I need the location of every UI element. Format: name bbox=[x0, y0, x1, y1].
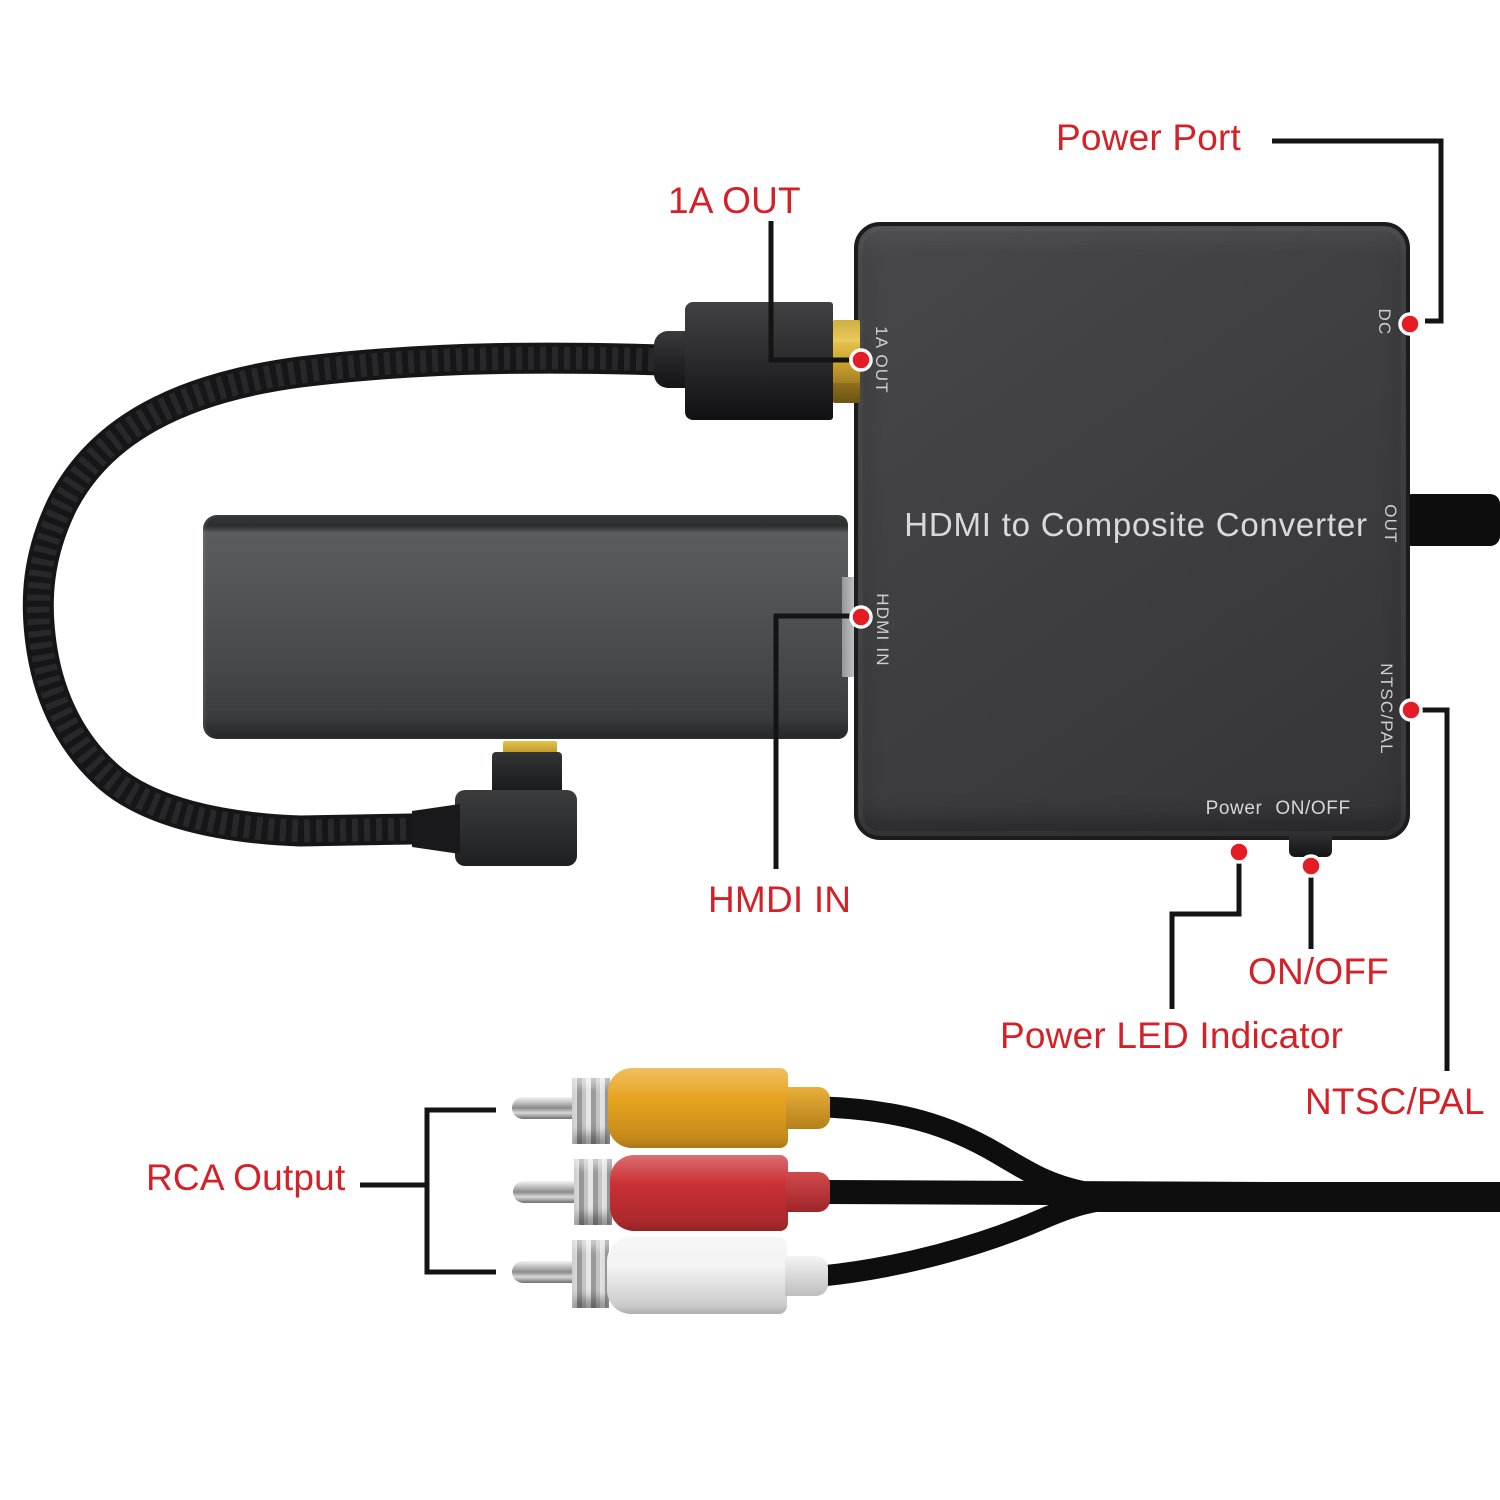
leader-rca-bracket bbox=[424, 1107, 496, 1275]
device-title: HDMI to Composite Converter bbox=[904, 506, 1368, 543]
rca-white-barrel bbox=[572, 1240, 609, 1308]
marker-dot-power-led bbox=[1227, 840, 1251, 864]
usb-cable-ferrule bbox=[654, 331, 690, 388]
on-off-button bbox=[1289, 836, 1332, 857]
callout-ntsc-pal: NTSC/PAL bbox=[1305, 1081, 1485, 1122]
braided-cable-texture bbox=[26, 346, 691, 843]
leader-power-led bbox=[1169, 861, 1242, 1009]
callout-power-led: Power LED Indicator bbox=[1000, 1015, 1344, 1056]
rca-yellow-plug bbox=[608, 1068, 788, 1148]
rca-red-tip bbox=[786, 1172, 830, 1212]
callout-on-off: ON/OFF bbox=[1248, 951, 1389, 992]
rca-white-tip bbox=[785, 1256, 828, 1296]
rca-red-barrel bbox=[574, 1159, 612, 1225]
callout-rca-output: RCA Output bbox=[146, 1157, 346, 1198]
marker-dot-hdmi-in bbox=[849, 605, 873, 629]
leader-ntsc-pal bbox=[1422, 707, 1450, 1071]
hdmi-plug bbox=[842, 577, 857, 677]
leader-1a-out bbox=[768, 221, 849, 363]
rca-white-pin bbox=[512, 1261, 573, 1283]
converter-box bbox=[854, 222, 1410, 840]
marker-dot-ntsc-pal bbox=[1399, 698, 1423, 722]
av-out-cable bbox=[1402, 494, 1500, 546]
rca-red-plug bbox=[610, 1155, 788, 1231]
callout-hmdi-in: HMDI IN bbox=[708, 879, 852, 920]
marker-dot-dc bbox=[1398, 312, 1422, 336]
marker-dot-on-off bbox=[1299, 854, 1323, 878]
port-label-power: Power bbox=[1205, 798, 1263, 819]
rca-white-cable bbox=[811, 1187, 1136, 1287]
port-label-on-off: ON/OFF bbox=[1275, 798, 1351, 819]
leader-hmdi-in bbox=[773, 613, 850, 869]
rca-white-plug bbox=[607, 1237, 787, 1314]
callout-1a-out: 1A OUT bbox=[668, 180, 801, 221]
rca-red-pin bbox=[513, 1181, 575, 1203]
streaming-stick bbox=[203, 515, 848, 739]
cable-strain-relief bbox=[412, 804, 460, 854]
marker-dot-1a-out bbox=[849, 348, 873, 372]
rca-yellow-pin bbox=[512, 1097, 574, 1119]
micro-usb-plug bbox=[492, 752, 562, 794]
rca-yellow-barrel bbox=[572, 1078, 610, 1144]
micro-usb-gold-contact bbox=[503, 741, 557, 755]
callout-power-port: Power Port bbox=[1056, 117, 1242, 158]
rca-yellow-tip bbox=[786, 1087, 830, 1129]
right-angle-connector bbox=[455, 790, 577, 866]
leader-power-port bbox=[1272, 138, 1444, 324]
rca-red-cable bbox=[812, 1180, 1500, 1207]
